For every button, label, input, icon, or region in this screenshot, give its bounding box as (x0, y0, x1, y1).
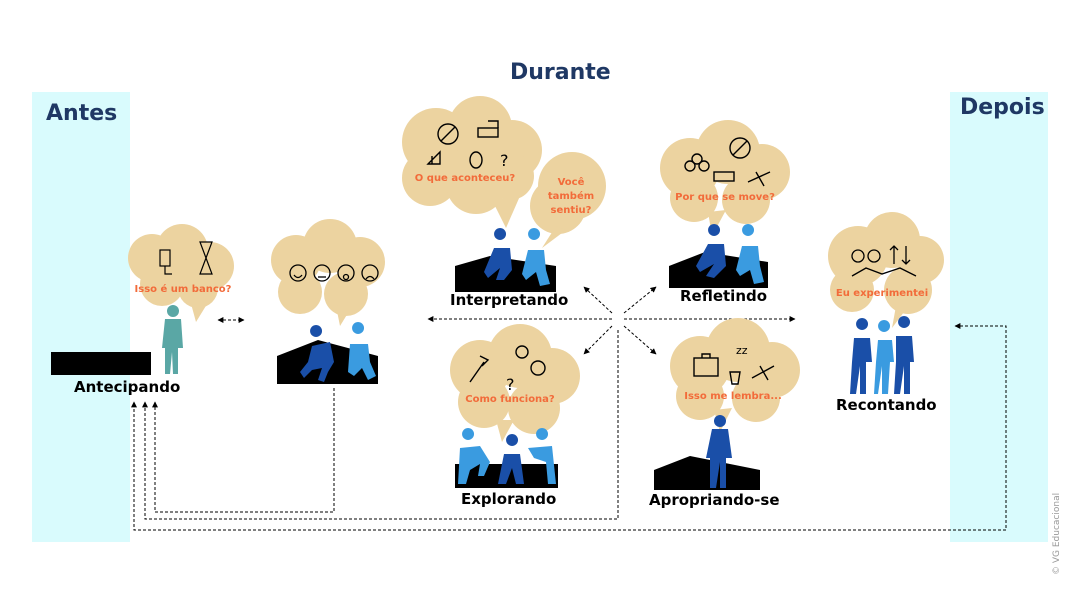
title-durante: Durante (510, 60, 611, 85)
stage-label-interpretando: Interpretando (450, 291, 569, 309)
cloud-explorando (450, 324, 580, 442)
phone-charger-icon (159, 249, 172, 275)
stage-label-recontando: Recontando (836, 396, 937, 414)
people-recontando (850, 316, 914, 394)
bubble-interpretando-main: O que aconteceu? (414, 173, 516, 184)
arrow-hub-down-right (623, 325, 657, 355)
bubble-explorando: Como funciona? (465, 394, 555, 405)
cloud-emotions (271, 219, 385, 326)
person-teal-standing (162, 305, 183, 374)
icons-explorando: ? (469, 345, 546, 394)
cloud-antecipando (128, 224, 234, 322)
arrow-hub-up-left (583, 286, 613, 314)
before-panel (32, 92, 130, 542)
stage-label-explorando: Explorando (461, 490, 557, 508)
arrow-hub-down-left (583, 325, 613, 355)
bubble-refletindo: Por que se move? (675, 192, 775, 203)
icons-interpretando: ? (426, 120, 509, 170)
return-loop-stage2 (152, 388, 335, 513)
people-explorando (458, 428, 556, 484)
people-interpretando (484, 228, 550, 286)
arrow-hub-up-right (623, 286, 657, 314)
emotion-faces-icon (289, 264, 379, 282)
icons-apropriando: zz (693, 344, 775, 385)
label-depois: Depois (960, 95, 1045, 120)
hourglass-icon (199, 241, 213, 275)
stage-label-antecipando: Antecipando (74, 378, 181, 396)
person-apropriando (706, 415, 732, 488)
stage-label-apropriando: Apropriando-se (649, 491, 780, 509)
return-loop-hub (142, 330, 619, 520)
people-refletindo (696, 224, 764, 284)
icons-refletindo (684, 137, 771, 187)
bubble-antecipando: Isso é um banco? (134, 284, 232, 295)
svg-text:?: ? (500, 151, 509, 170)
after-panel (950, 92, 1048, 542)
bubble-interpretando-secondary: Você também sentiu? (547, 177, 595, 216)
label-antes: Antes (46, 101, 118, 126)
return-loop-depois (131, 323, 1007, 531)
bubble-recontando: Eu experimentei (835, 288, 929, 299)
cloud-recontando (828, 212, 944, 328)
bubble-apropriando: Isso me lembra... (684, 391, 782, 402)
cloud-refletindo (660, 120, 790, 236)
cloud-apropriando (670, 318, 800, 432)
svg-text:zz: zz (736, 344, 748, 357)
black-bench (51, 352, 151, 375)
people-sitting-emotions (300, 322, 376, 382)
connectors (131, 286, 1007, 531)
icons-recontando (851, 245, 917, 277)
rock-platform (654, 456, 760, 490)
svg-text:?: ? (506, 375, 515, 394)
credit-text: © VG Educacional (1052, 492, 1062, 575)
stage-label-refletindo: Refletindo (680, 287, 768, 305)
